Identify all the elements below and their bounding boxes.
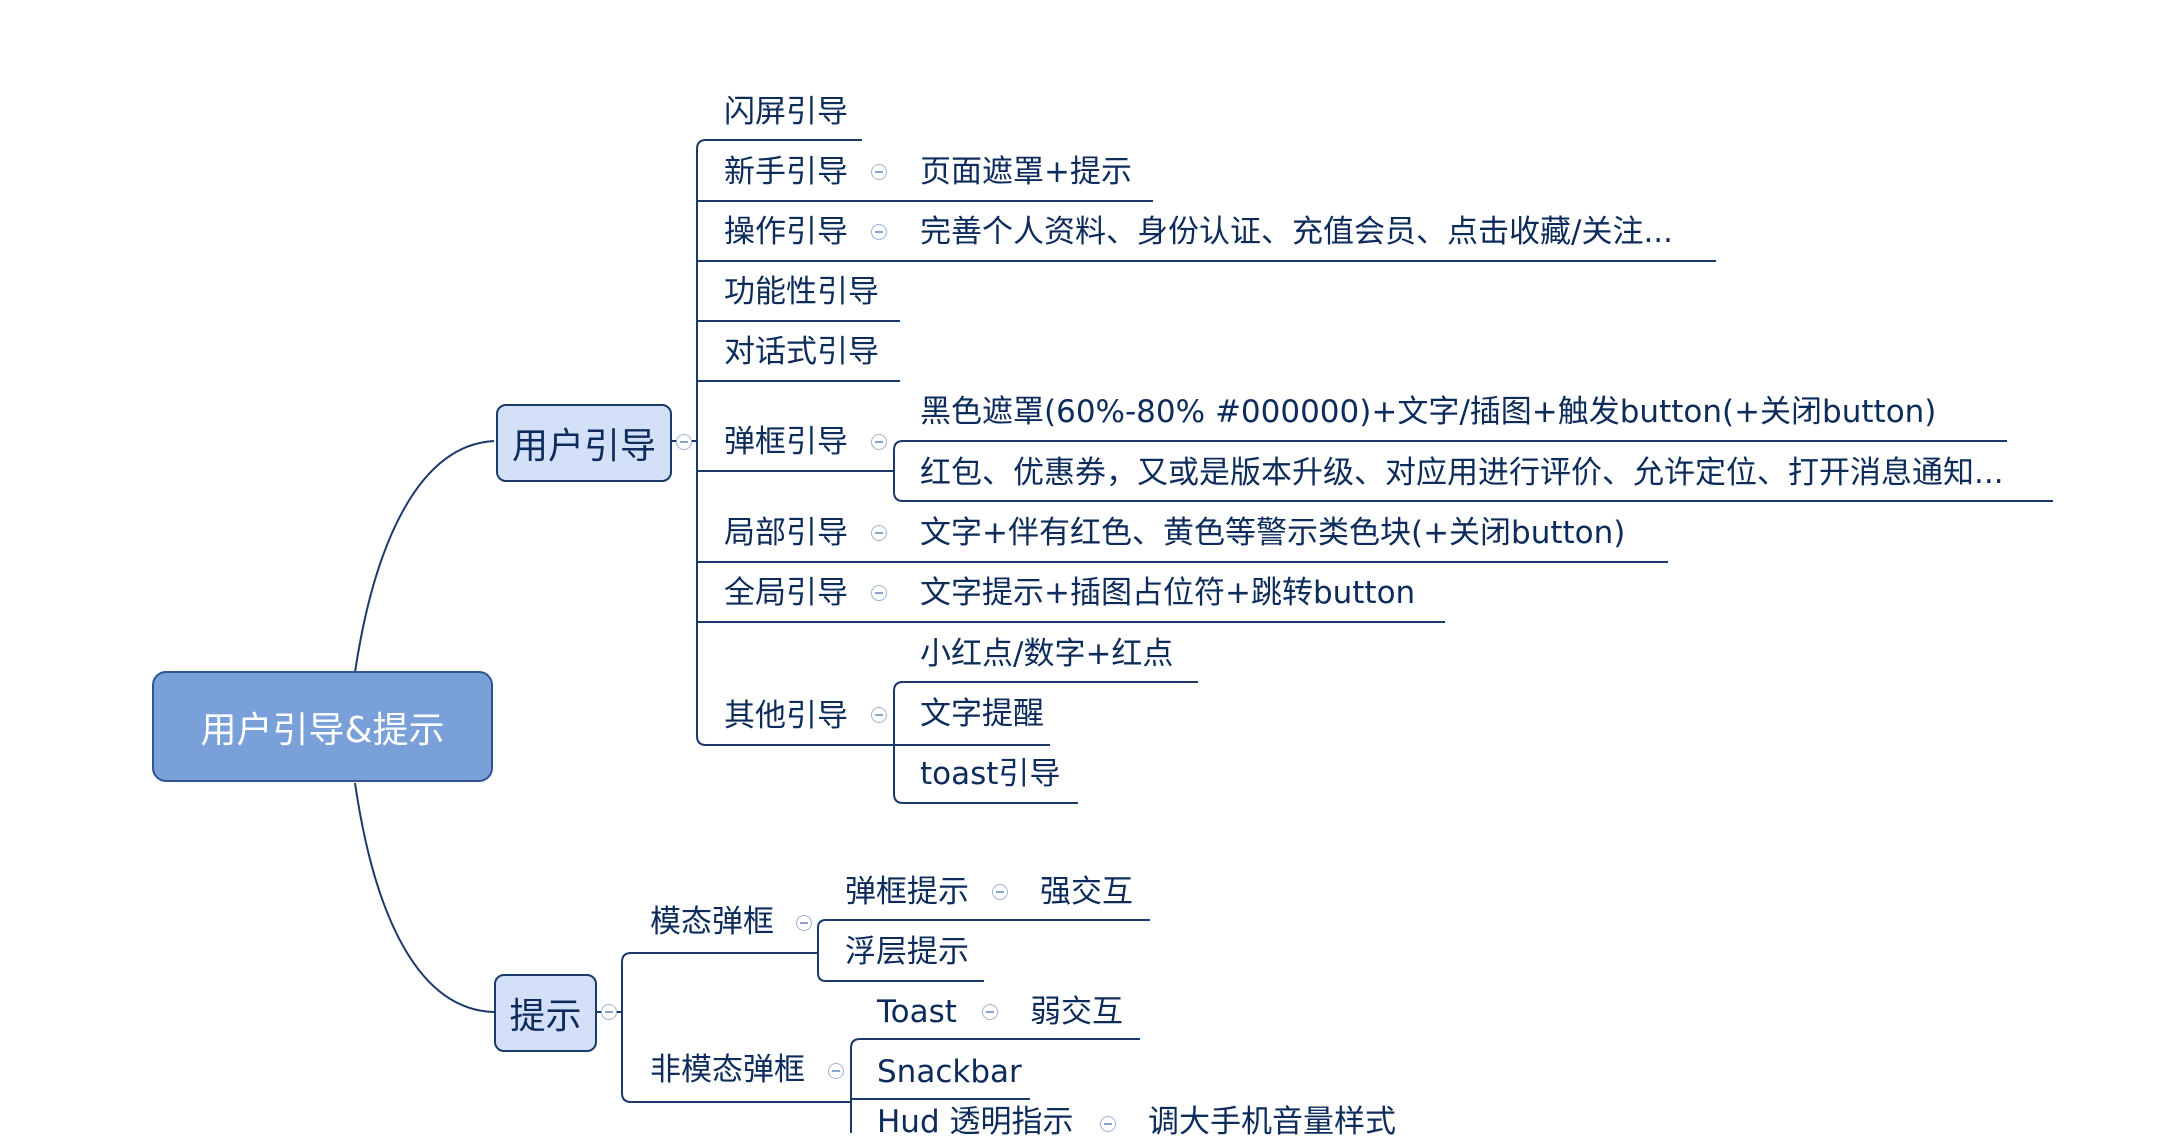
detail-newbie[interactable]: 页面遮罩+提示 — [920, 154, 1132, 190]
modal-item-overlay[interactable]: 浮层提示 — [845, 934, 969, 970]
root-node[interactable]: 用户引导&提示 — [152, 671, 493, 782]
guide-item-local[interactable]: 局部引导 — [724, 515, 848, 551]
collapse-toggle-icon[interactable] — [871, 525, 887, 541]
guide-item-operation[interactable]: 操作引导 — [724, 214, 848, 250]
detail-other-3[interactable]: toast引导 — [920, 756, 1061, 792]
collapse-toggle-icon[interactable] — [676, 434, 692, 450]
nonmodal-item-toast[interactable]: Toast — [877, 994, 957, 1030]
collapse-toggle-icon[interactable] — [871, 224, 887, 240]
collapse-toggle-icon[interactable] — [601, 1004, 617, 1020]
guide-item-splash[interactable]: 闪屏引导 — [724, 94, 848, 130]
guide-item-other[interactable]: 其他引导 — [724, 698, 848, 734]
nonmodal-item-snackbar[interactable]: Snackbar — [877, 1054, 1022, 1090]
guide-item-dialog[interactable]: 对话式引导 — [724, 334, 879, 370]
guide-item-newbie[interactable]: 新手引导 — [724, 154, 848, 190]
detail-strong-interaction[interactable]: 强交互 — [1040, 874, 1133, 910]
guide-item-global[interactable]: 全局引导 — [724, 575, 848, 611]
collapse-toggle-icon[interactable] — [992, 884, 1008, 900]
detail-popup-2[interactable]: 红包、优惠券，又或是版本升级、对应用进行评价、允许定位、打开消息通知... — [920, 455, 2004, 491]
branch-label-tips: 提示 — [509, 996, 582, 1037]
detail-weak-interaction[interactable]: 弱交互 — [1030, 994, 1123, 1030]
detail-hud[interactable]: 调大手机音量样式 — [1148, 1104, 1396, 1140]
collapse-toggle-icon[interactable] — [871, 434, 887, 450]
detail-other-1[interactable]: 小红点/数字+红点 — [920, 636, 1174, 672]
collapse-toggle-icon[interactable] — [871, 707, 887, 723]
guide-item-functional[interactable]: 功能性引导 — [724, 274, 879, 310]
collapse-toggle-icon[interactable] — [796, 915, 812, 931]
modal-item-popup[interactable]: 弹框提示 — [845, 874, 969, 910]
detail-popup-1[interactable]: 黑色遮罩(60%-80% #000000)+文字/插图+触发button(+关闭… — [920, 394, 1937, 430]
nonmodal-item-hud[interactable]: Hud 透明指示 — [877, 1104, 1074, 1140]
tips-nonmodal[interactable]: 非模态弹框 — [650, 1052, 805, 1088]
collapse-toggle-icon[interactable] — [1100, 1116, 1116, 1132]
root-label: 用户引导&提示 — [200, 709, 445, 751]
tips-modal[interactable]: 模态弹框 — [650, 904, 774, 940]
branch-node-guide[interactable]: 用户引导 — [496, 404, 672, 482]
collapse-toggle-icon[interactable] — [871, 585, 887, 601]
collapse-toggle-icon[interactable] — [828, 1063, 844, 1079]
branch-label-guide: 用户引导 — [511, 426, 656, 467]
detail-local[interactable]: 文字+伴有红色、黄色等警示类色块(+关闭button) — [920, 515, 1626, 551]
detail-global[interactable]: 文字提示+插图占位符+跳转button — [920, 575, 1416, 611]
collapse-toggle-icon[interactable] — [982, 1004, 998, 1020]
branch-node-tips[interactable]: 提示 — [494, 974, 597, 1052]
guide-item-popup[interactable]: 弹框引导 — [724, 424, 848, 460]
collapse-toggle-icon[interactable] — [871, 164, 887, 180]
detail-other-2[interactable]: 文字提醒 — [920, 696, 1044, 732]
detail-operation[interactable]: 完善个人资料、身份认证、充值会员、点击收藏/关注... — [920, 214, 1674, 250]
